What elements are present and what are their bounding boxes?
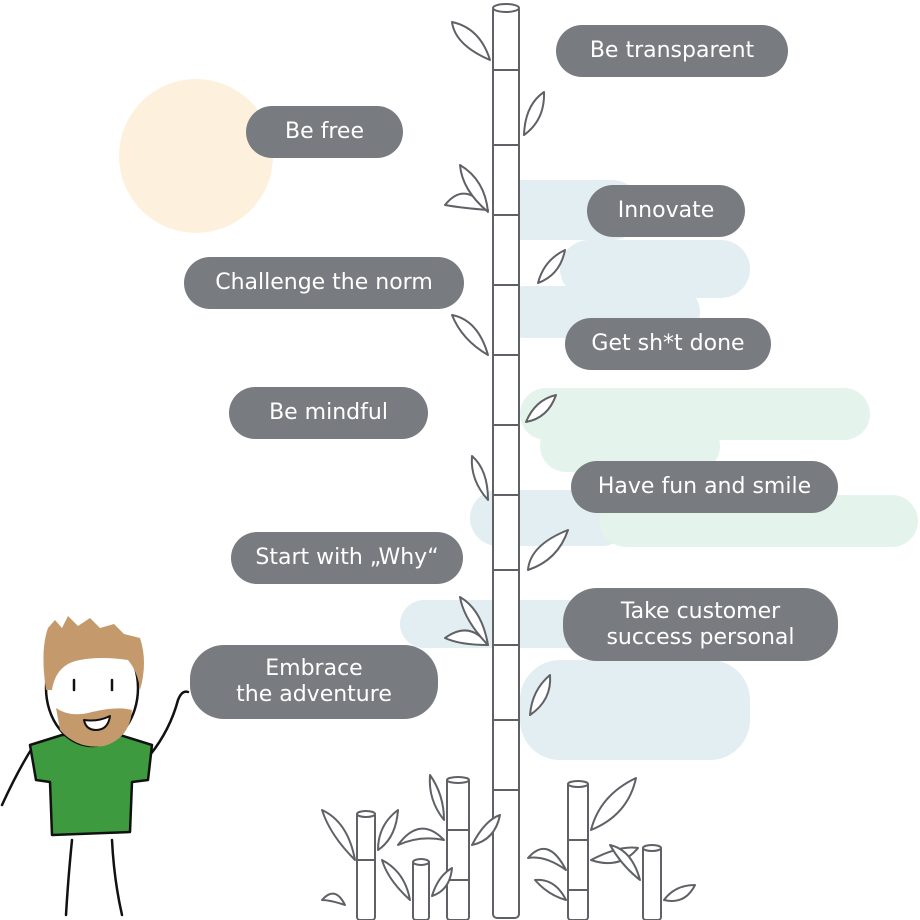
sun-icon xyxy=(119,79,273,233)
value-pill-challenge-the-norm: Challenge the norm xyxy=(184,257,464,309)
value-label: Have fun and smile xyxy=(597,474,812,499)
value-label: Innovate xyxy=(617,198,715,223)
value-label-line-1: Take customer xyxy=(620,598,781,624)
value-pill-be-mindful: Be mindful xyxy=(229,387,428,439)
value-pill-be-free: Be free xyxy=(246,106,403,158)
bamboo-icon xyxy=(412,858,430,920)
value-pill-embrace-the-adventure: Embrace the adventure xyxy=(190,645,438,719)
value-label: Be mindful xyxy=(269,400,388,425)
value-label: Be free xyxy=(285,119,364,144)
value-pill-be-transparent: Be transparent xyxy=(556,25,788,77)
bamboo-icon xyxy=(642,844,662,920)
bamboo-icon xyxy=(567,780,589,920)
leaf-icon xyxy=(321,774,696,906)
cloud-icon xyxy=(400,180,750,760)
value-pill-innovate: Innovate xyxy=(587,185,745,237)
leaf-icon xyxy=(444,21,569,716)
value-label-line-2: success personal xyxy=(606,624,795,650)
bamboo-icon xyxy=(446,776,470,920)
value-label-line-2: the adventure xyxy=(236,682,392,707)
value-label: Be transparent xyxy=(589,38,755,63)
value-pill-start-with-why: Start with „Why“ xyxy=(231,532,463,584)
waving-person-icon xyxy=(0,616,190,917)
value-label: Start with „Why“ xyxy=(255,545,439,570)
value-label: Get sh*t done xyxy=(591,331,745,356)
value-label-line-1: Embrace xyxy=(265,656,363,681)
value-pill-get-sht-done: Get sh*t done xyxy=(565,318,771,370)
value-pill-take-customer-success-personal: Take customer success personal xyxy=(563,588,838,661)
bamboo-icon xyxy=(492,3,520,919)
value-label: Challenge the norm xyxy=(215,270,433,295)
value-pill-have-fun-and-smile: Have fun and smile xyxy=(571,461,838,513)
bamboo-icon xyxy=(356,810,376,920)
